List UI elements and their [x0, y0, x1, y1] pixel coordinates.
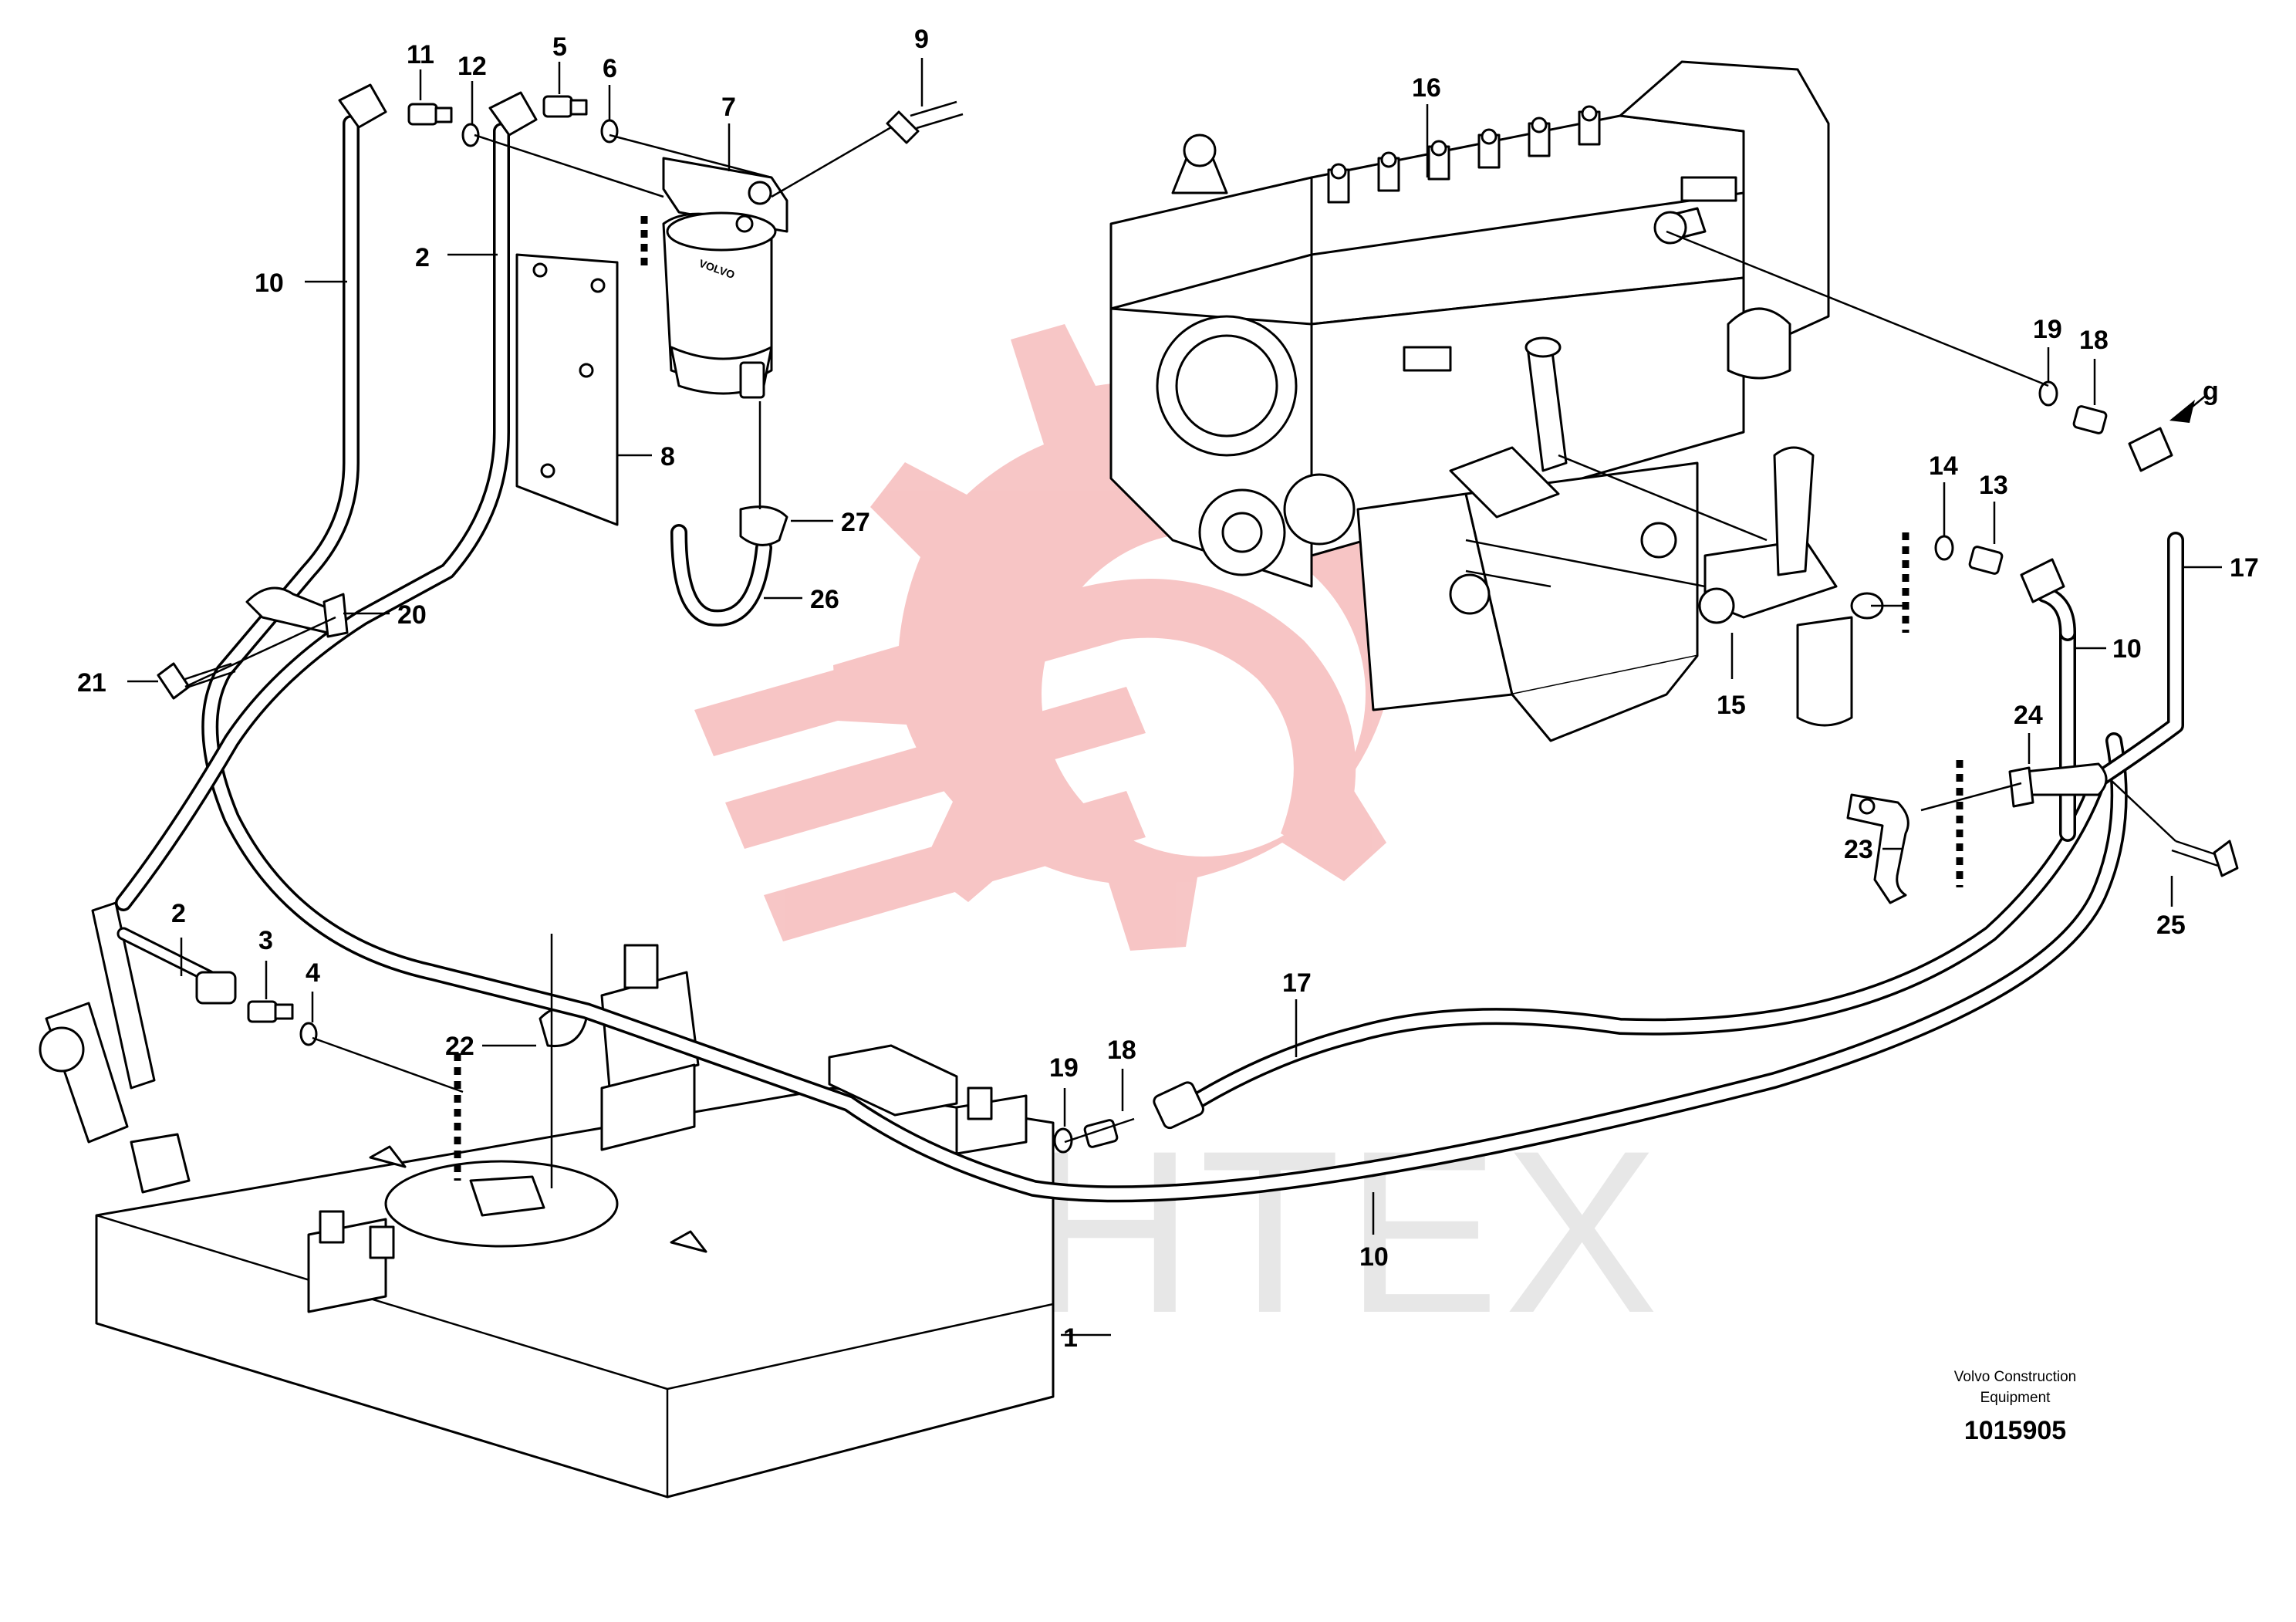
- label-19-lower: 19: [1049, 1053, 1079, 1083]
- label-20: 20: [397, 600, 427, 630]
- label-16: 16: [1412, 73, 1441, 103]
- label-2-lower: 2: [171, 899, 186, 928]
- part-labels: 1 2 2 3 4 5 6 7 8 9 10 10 10 11 12 13 14…: [77, 25, 2259, 1353]
- routing-dashes: [454, 216, 1963, 1181]
- fuel-tank: [39, 901, 1055, 1499]
- label-2-upper: 2: [415, 243, 430, 272]
- label-7: 7: [721, 93, 736, 122]
- label-24: 24: [2014, 701, 2043, 730]
- fuel-filter-7: VOLVO: [662, 157, 788, 421]
- hose-10-right-short: [2036, 586, 2076, 842]
- label-21: 21: [77, 668, 106, 698]
- bracket-23: [1846, 793, 1909, 904]
- label-10-left: 10: [255, 269, 284, 298]
- fittings-13-14: [1934, 535, 2004, 575]
- label-10-bottom: 10: [1359, 1242, 1389, 1272]
- label-19-upper: 19: [2033, 315, 2062, 344]
- label-15: 15: [1717, 691, 1746, 720]
- drain-hose-26: [670, 524, 772, 627]
- label-g: g: [2203, 377, 2219, 406]
- label-12: 12: [458, 52, 487, 81]
- mounting-bracket-8: [515, 253, 619, 526]
- hose-2-supply-line: [115, 123, 510, 987]
- label-5: 5: [552, 32, 567, 62]
- caption-line-1: Volvo Construction: [1954, 1369, 2076, 1385]
- fittings-5-6-11-12: [407, 95, 619, 147]
- hose-10-return-line: [201, 115, 2128, 1203]
- hose-end-fittings: [195, 83, 2173, 1130]
- label-25: 25: [2156, 911, 2186, 940]
- label-11: 11: [407, 40, 434, 69]
- hose-clip-27: [739, 505, 788, 546]
- document-number: 1015905: [1964, 1416, 2066, 1445]
- label-26: 26: [810, 585, 839, 614]
- label-17-lower: 17: [1282, 968, 1312, 998]
- hand-primer-pump-15: [1698, 446, 1884, 727]
- caption-block: Volvo Construction Equipment 1015905: [1954, 1369, 2076, 1445]
- label-14: 14: [1929, 451, 1958, 481]
- label-3: 3: [258, 926, 273, 955]
- label-22: 22: [445, 1032, 474, 1061]
- label-1: 1: [1063, 1323, 1078, 1353]
- label-8: 8: [660, 442, 675, 471]
- label-6: 6: [603, 54, 617, 83]
- bolt-21: [157, 662, 236, 700]
- label-9: 9: [914, 25, 929, 54]
- bolt-9: [886, 100, 964, 144]
- view-arrow-g: [2169, 400, 2195, 423]
- fittings-3-4: [247, 1000, 318, 1046]
- label-18-lower: 18: [1107, 1036, 1136, 1065]
- label-17-right: 17: [2230, 553, 2259, 583]
- hose-clamp-20: [245, 586, 349, 638]
- label-18-upper: 18: [2079, 326, 2109, 355]
- injection-pump-16: [1109, 60, 1830, 742]
- bolt-25: [2171, 840, 2239, 877]
- hose-clamp-24: [2008, 762, 2108, 808]
- leader-lines: [127, 58, 2222, 1336]
- label-23: 23: [1844, 835, 1873, 864]
- label-4: 4: [306, 958, 320, 988]
- fittings-18-19-upper: [2038, 380, 2108, 434]
- label-13: 13: [1979, 471, 2008, 500]
- label-10-right: 10: [2112, 634, 2142, 664]
- label-27: 27: [841, 508, 870, 537]
- caption-line-2: Equipment: [1980, 1390, 2051, 1406]
